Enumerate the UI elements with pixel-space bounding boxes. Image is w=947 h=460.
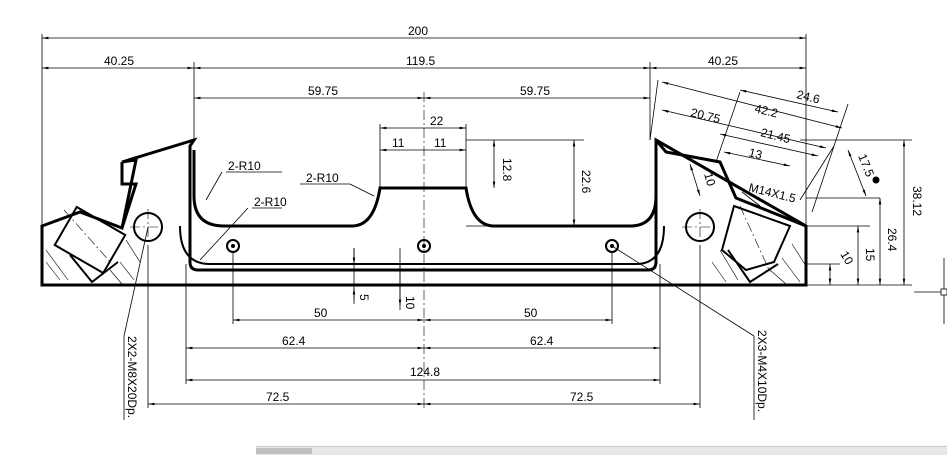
dim-base-height: 10 [403,296,417,310]
dim-angled-e: 13 [747,145,764,162]
note-radius-1: 2-R10 [228,159,261,173]
extension-lines [41,34,912,408]
dim-angled-d: 21.45 [759,125,792,146]
dim-base-offset: 5 [357,294,371,301]
inner-pocket [192,140,658,228]
right-step [654,139,807,228]
dim-angled-c: 20.75 [689,105,722,126]
dim-hole-left: 50 [314,306,328,320]
hole-left-center [231,244,235,248]
horizontal-scrollbar[interactable] [256,446,947,455]
note-radius-2: 2-R10 [306,171,339,185]
dim-overall-width: 200 [408,24,428,38]
dim-center-span: 119.5 [406,54,435,68]
dim-boss-depth: 12.8 [500,158,514,182]
dim-pitch-total: 124.8 [410,365,440,379]
note-radius-3: 2-R10 [254,195,287,209]
dim-hole-right: 50 [524,306,538,320]
dim-outer-right: 72.5 [570,390,594,404]
leaders [123,171,761,420]
dim-boss-half-left: 11 [392,136,405,150]
dim-pocket-depth: 22.6 [579,170,593,194]
dim-right-inner: 26.4 [885,228,899,252]
dim-right-height: 38.12 [910,186,924,216]
dim-half-left: 59.75 [308,84,338,98]
hole-center-dot [422,244,426,248]
inner-base [179,225,665,265]
right-bore [711,204,807,285]
dim-boss-width: 22 [430,114,444,128]
body-outline [40,137,808,287]
dim-outer-left: 72.5 [266,390,290,404]
dim-angled-a: 24.6 [795,87,821,106]
dim-angled-f: 10 [701,171,718,188]
note-left-holes: 2X2-M8X20Dp. [125,336,139,418]
dim-right-flange: 40.25 [708,54,738,68]
left-notch [120,162,139,229]
scrollbar-thumb[interactable] [256,448,312,454]
dim-half-right: 59.75 [520,84,550,98]
dim-boss-half-right: 11 [434,136,447,150]
dim-pitch-left: 62.4 [282,334,306,348]
dim-angled-b: 42.2 [753,101,779,120]
dim-pitch-right: 62.4 [530,334,554,348]
left-bore [45,205,141,285]
dimension-texts: 200 40.25 119.5 40.25 59.75 59.75 22 11 … [104,24,924,404]
point-marker [872,176,880,184]
dim-left-flange: 40.25 [104,54,134,68]
note-right-holes: 2X3-M4X10Dp. [755,330,769,412]
dimension-lines [42,36,906,406]
crosshair-cursor-icon [914,258,947,324]
dim-angled-g: 17.5 [855,152,877,179]
dim-right-bottom: 10 [837,249,856,268]
notes: 2-R10 2-R10 2-R10 M14X1.5 2X2-M8X20Dp. 2… [125,159,798,418]
dim-right-low: 15 [863,248,877,262]
